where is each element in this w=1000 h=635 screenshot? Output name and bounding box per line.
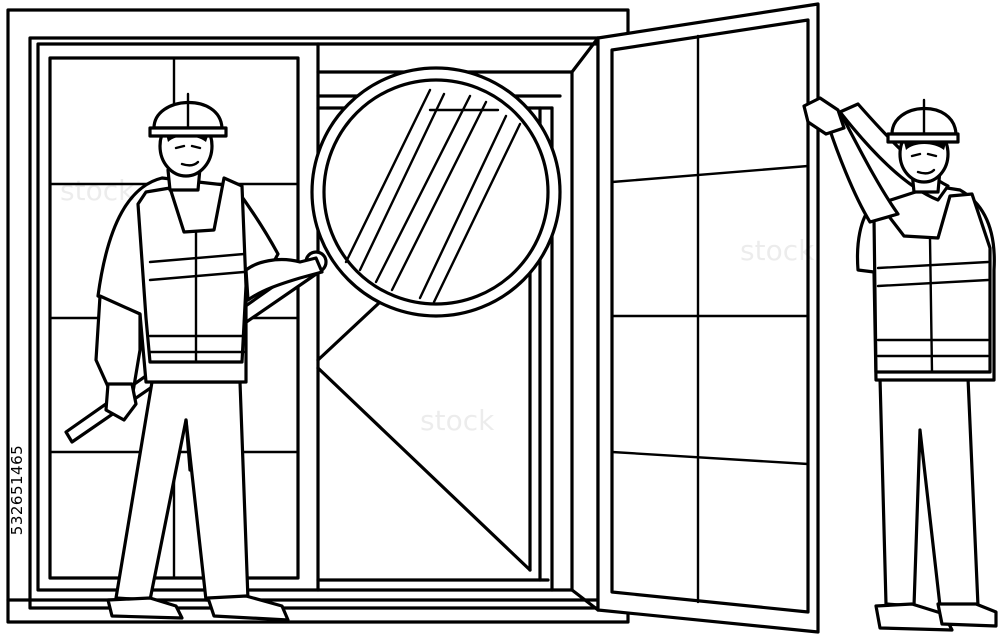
watermark-text: stock: [740, 234, 815, 267]
stock-id-label: 532651465: [4, 400, 30, 580]
watermark-text: stock: [60, 174, 135, 207]
stock-id-text: 532651465: [8, 444, 26, 536]
worker-left: [94, 92, 324, 622]
watermark-text: stock: [420, 404, 495, 437]
worker-right: [802, 96, 998, 632]
open-window-sash: [570, 2, 820, 634]
watermark: stock stock stock: [60, 174, 815, 437]
